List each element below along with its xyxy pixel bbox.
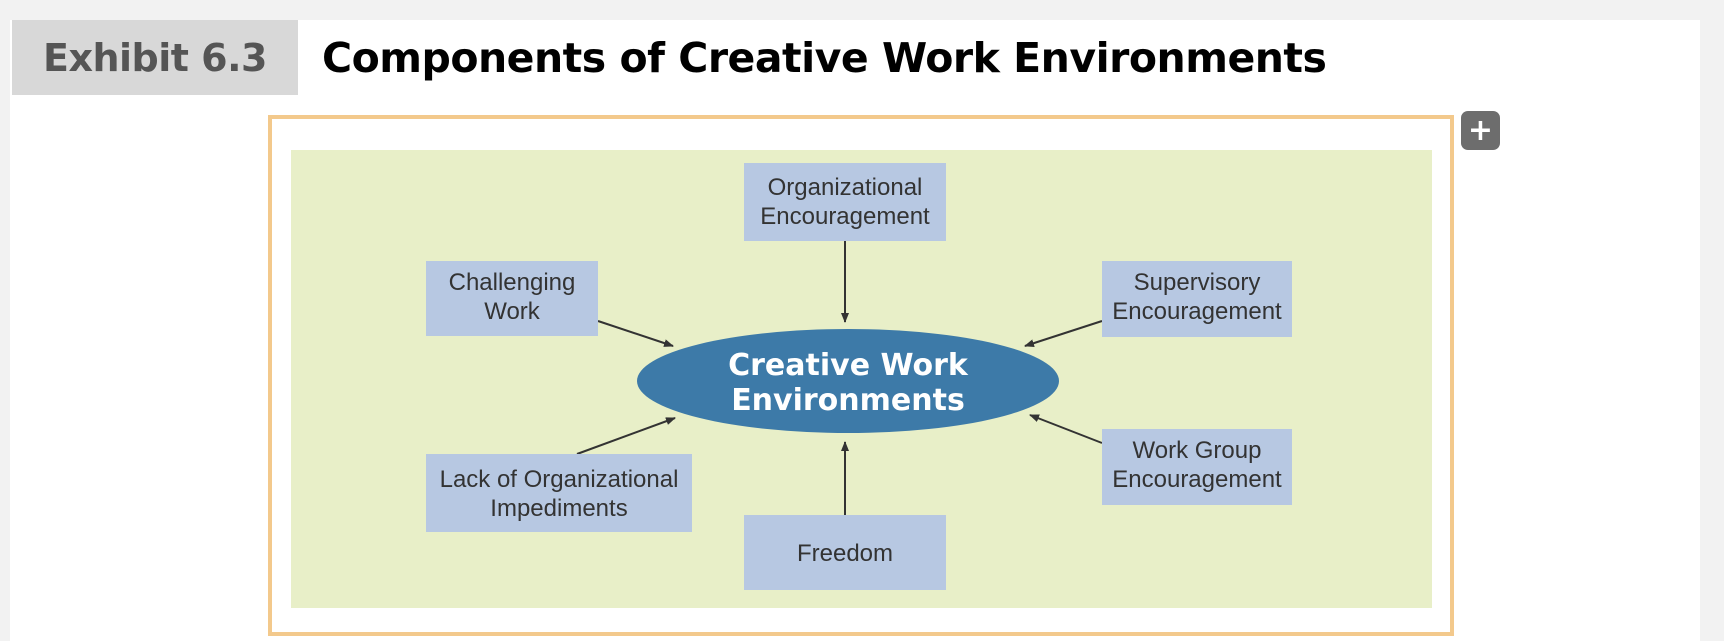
arrow-challenging-work — [597, 320, 674, 347]
node-freedom: Freedom — [744, 515, 946, 590]
expand-button[interactable]: + — [1461, 111, 1500, 150]
center-label-line1: Creative Work — [728, 348, 969, 383]
center-ellipse — [637, 329, 1059, 433]
node-label-line: Impediments — [490, 495, 627, 522]
node-challenging-work: Challenging Work — [426, 261, 598, 336]
node-label-line: Challenging — [449, 269, 576, 296]
node-label-line: Work — [484, 298, 541, 325]
plus-icon: + — [1467, 112, 1494, 148]
center-node: Creative Work Environments — [637, 329, 1059, 433]
diagram: Organizational Encouragement Challenging… — [291, 150, 1432, 608]
node-work-group-encouragement: Work Group Encouragement — [1102, 429, 1292, 505]
center-label-line2: Environments — [731, 383, 965, 418]
exhibit-title: Components of Creative Work Environments — [322, 33, 1327, 82]
node-lack-of-organizational-impediments: Lack of Organizational Impediments — [426, 454, 692, 532]
node-label-line: Lack of Organizational — [440, 466, 679, 493]
node-label-line: Supervisory — [1134, 269, 1261, 296]
exhibit-label: Exhibit 6.3 — [12, 20, 298, 95]
node-label-line: Encouragement — [760, 203, 930, 230]
node-label-line: Work Group — [1133, 437, 1262, 464]
node-label-line: Encouragement — [1112, 298, 1282, 325]
arrow-supervisory-encouragement — [1024, 320, 1103, 348]
node-label-line: Freedom — [797, 540, 893, 567]
node-label-line: Organizational — [768, 174, 923, 201]
node-label-line: Encouragement — [1112, 466, 1282, 493]
arrow-lack-of-organizational-impediments — [576, 417, 676, 455]
arrow-work-group-encouragement — [1029, 414, 1103, 444]
node-supervisory-encouragement: Supervisory Encouragement — [1102, 261, 1292, 337]
node-organizational-encouragement: Organizational Encouragement — [744, 163, 946, 241]
